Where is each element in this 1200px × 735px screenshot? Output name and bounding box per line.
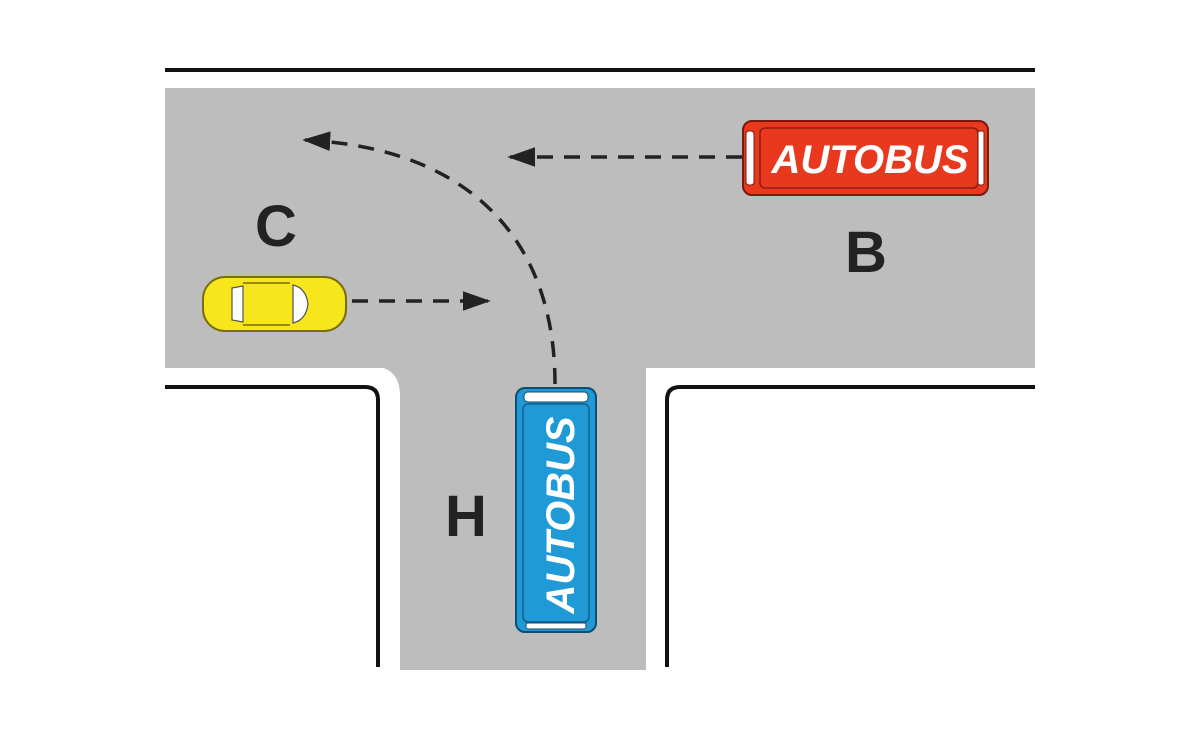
red-bus-body [742, 120, 989, 196]
blue-bus-text: AUTOBUS [539, 416, 583, 614]
blue-bus-body [515, 387, 597, 633]
right-curb [665, 385, 1035, 667]
blue-bus: AUTOBUS [515, 387, 597, 633]
car-rear-window [231, 285, 244, 323]
label-h: H [445, 484, 487, 549]
red-bus: AUTOBUS [742, 120, 989, 196]
trajectories [302, 131, 742, 385]
label-b: B [845, 220, 887, 285]
blue-bus-roof [522, 403, 590, 623]
blue-bus-turn-path [302, 131, 557, 385]
red-bus-windshield [745, 130, 755, 186]
blue-bus-windshield [523, 391, 589, 403]
label-c: C [255, 194, 297, 259]
red-bus-rear-window [977, 130, 985, 186]
curbs [165, 68, 1035, 667]
car-body [202, 276, 347, 332]
car-windshield [292, 284, 309, 324]
inner-curbs [165, 374, 1035, 667]
red-bus-text: AUTOBUS [770, 138, 968, 182]
left-corner-fill [370, 366, 400, 396]
yellow-car [202, 276, 347, 332]
left-curb [165, 385, 380, 667]
blue-bus-rear-window [525, 622, 587, 630]
